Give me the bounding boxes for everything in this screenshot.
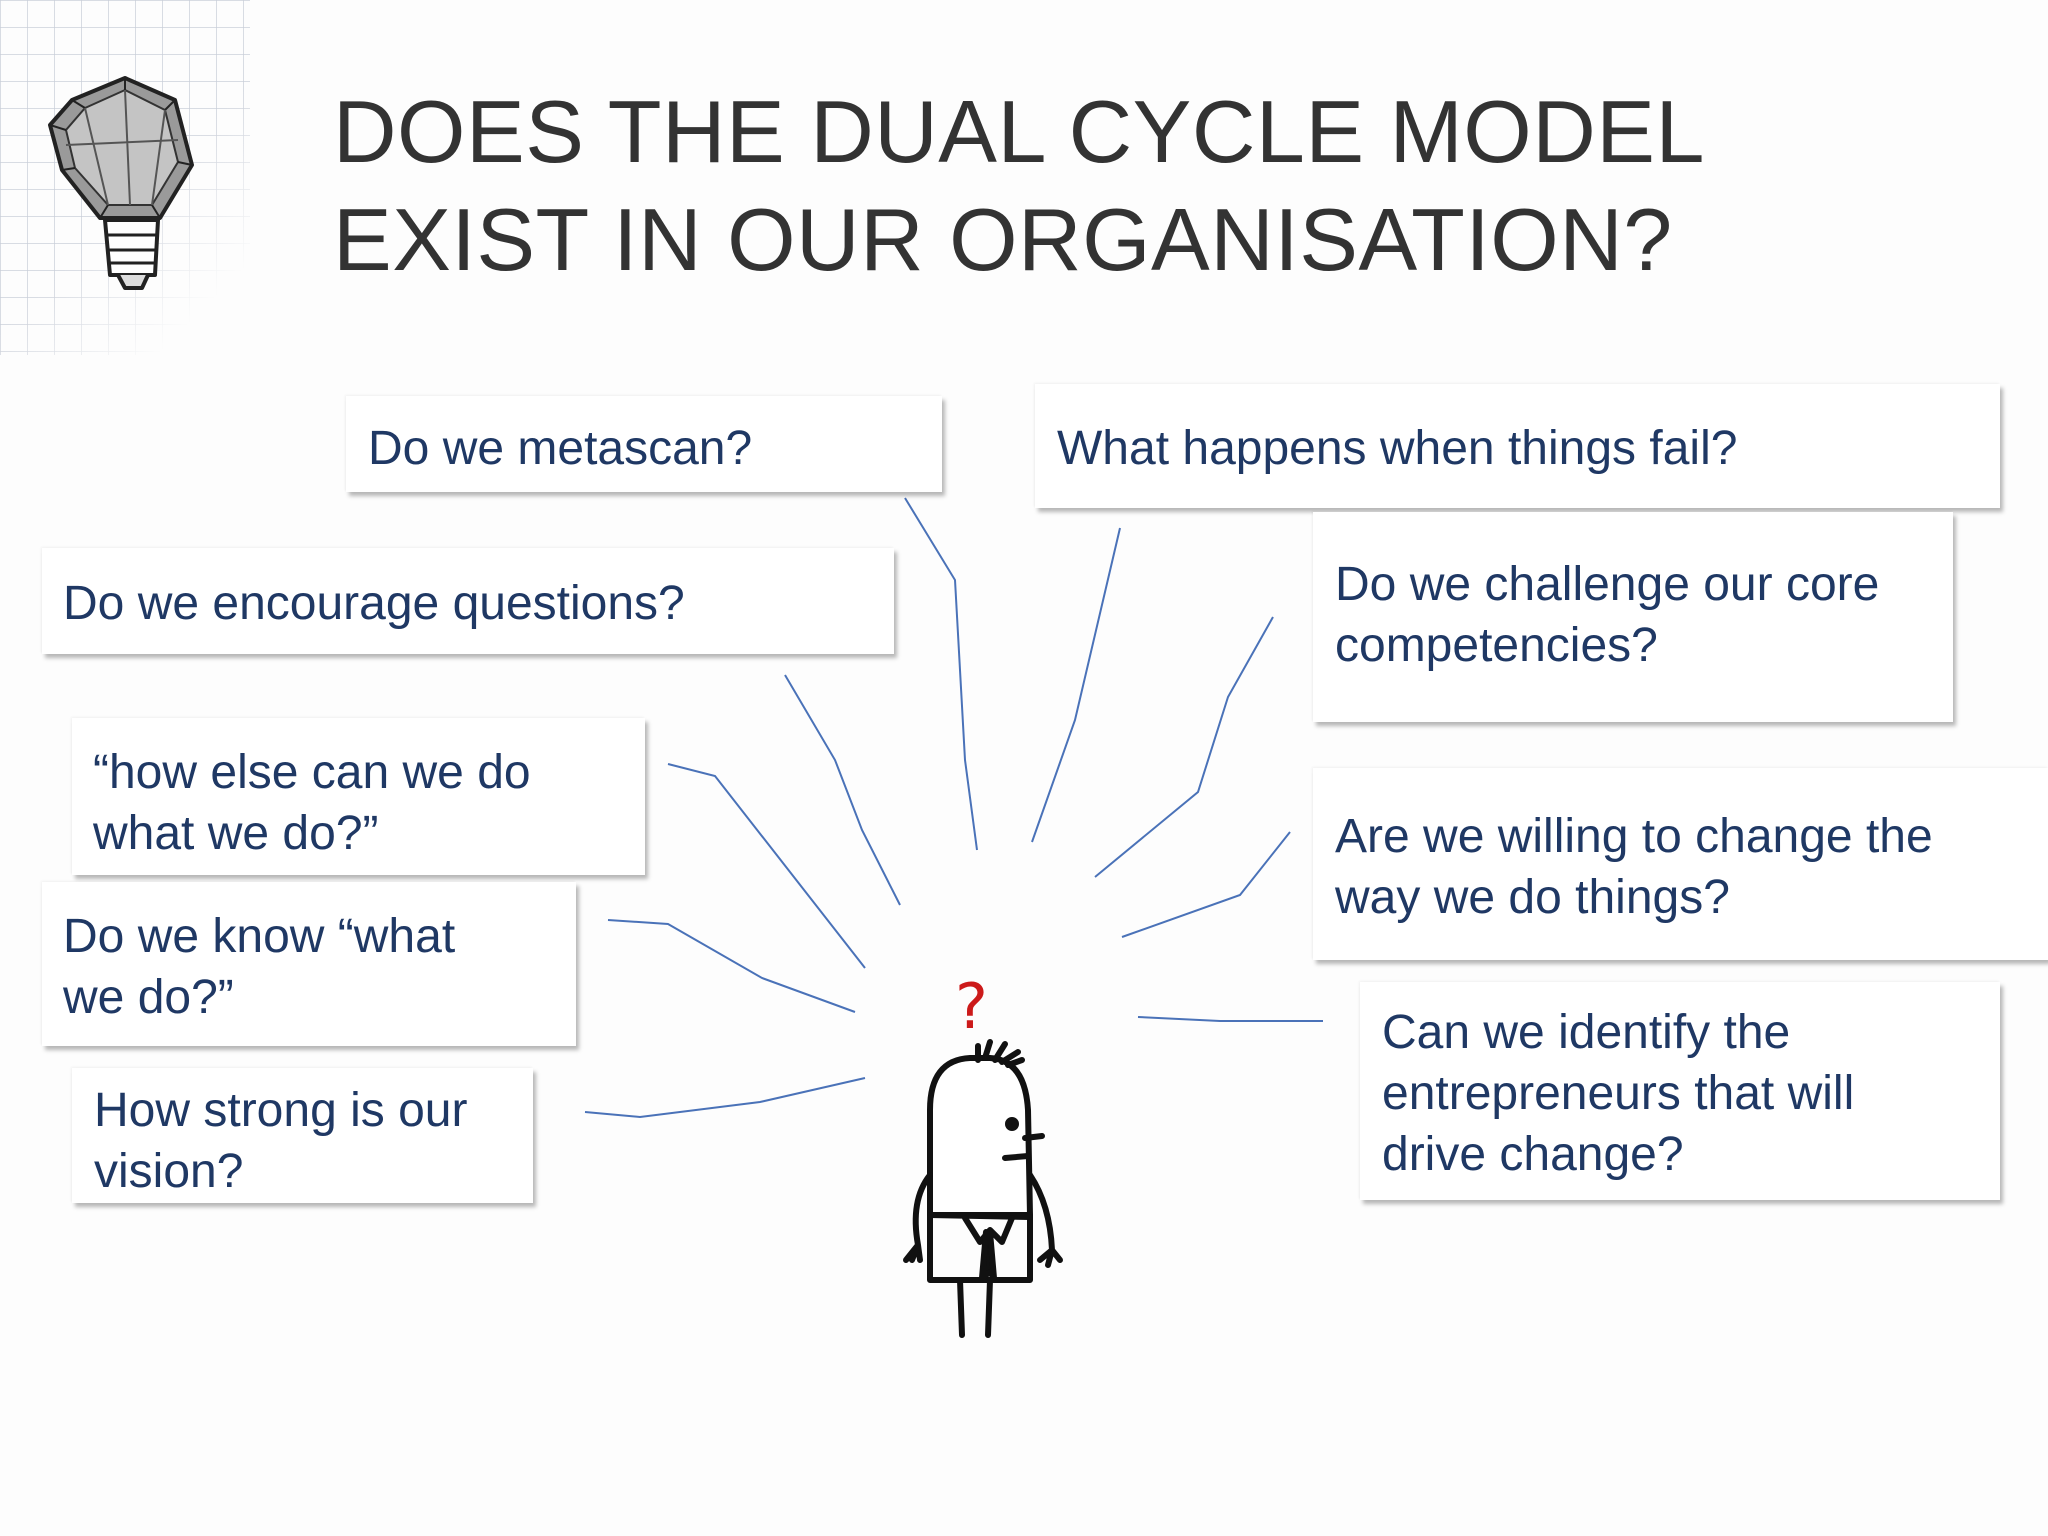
question-text: “how else can we do what we do?”	[93, 746, 531, 860]
connector-willing	[1121, 831, 1291, 938]
slide-title: DOES THE DUAL CYCLE MODEL EXIST IN OUR O…	[333, 78, 1933, 294]
connector-core	[1094, 616, 1274, 878]
question-text: Do we metascan?	[368, 422, 753, 475]
question-card-metascan: Do we metascan?	[346, 396, 942, 492]
question-card-willing: Are we willing to change the way we do t…	[1313, 768, 2048, 960]
question-card-core: Do we challenge our core competencies?	[1313, 512, 1953, 722]
question-text: Do we encourage questions?	[63, 577, 685, 630]
question-card-entrepreneurs: Can we identify the entrepreneurs that w…	[1360, 982, 2000, 1200]
question-card-fail: What happens when things fail?	[1035, 384, 2000, 508]
connector-fail	[1031, 527, 1121, 843]
question-text: Can we identify the entrepreneurs that w…	[1382, 1006, 1855, 1181]
lightbulb-icon	[48, 76, 194, 290]
title-line-2: EXIST IN OUR ORGANISATION?	[333, 190, 1673, 289]
connector-metascan	[904, 497, 978, 851]
question-card-vision: How strong is our vision?	[72, 1068, 533, 1203]
connector-how-else	[667, 763, 866, 969]
thinking-man-icon	[903, 1039, 1063, 1338]
question-card-encourage: Do we encourage questions?	[42, 548, 894, 654]
question-card-know-what: Do we know “what we do?”	[42, 882, 576, 1046]
question-text: Do we challenge our core competencies?	[1335, 558, 1880, 672]
connector-know-what	[607, 919, 856, 1013]
question-mark: ?	[955, 970, 988, 1043]
question-text: Do we know “what we do?”	[63, 910, 456, 1024]
question-text: How strong is our vision?	[94, 1084, 468, 1198]
title-line-1: DOES THE DUAL CYCLE MODEL	[333, 82, 1705, 181]
connector-entrepreneurs	[1137, 1016, 1323, 1022]
question-text: Are we willing to change the way we do t…	[1335, 810, 1933, 924]
connector-encourage	[784, 674, 901, 906]
connector-vision	[584, 1077, 866, 1119]
question-text: What happens when things fail?	[1057, 422, 1738, 475]
question-card-how-else: “how else can we do what we do?”	[72, 718, 645, 875]
